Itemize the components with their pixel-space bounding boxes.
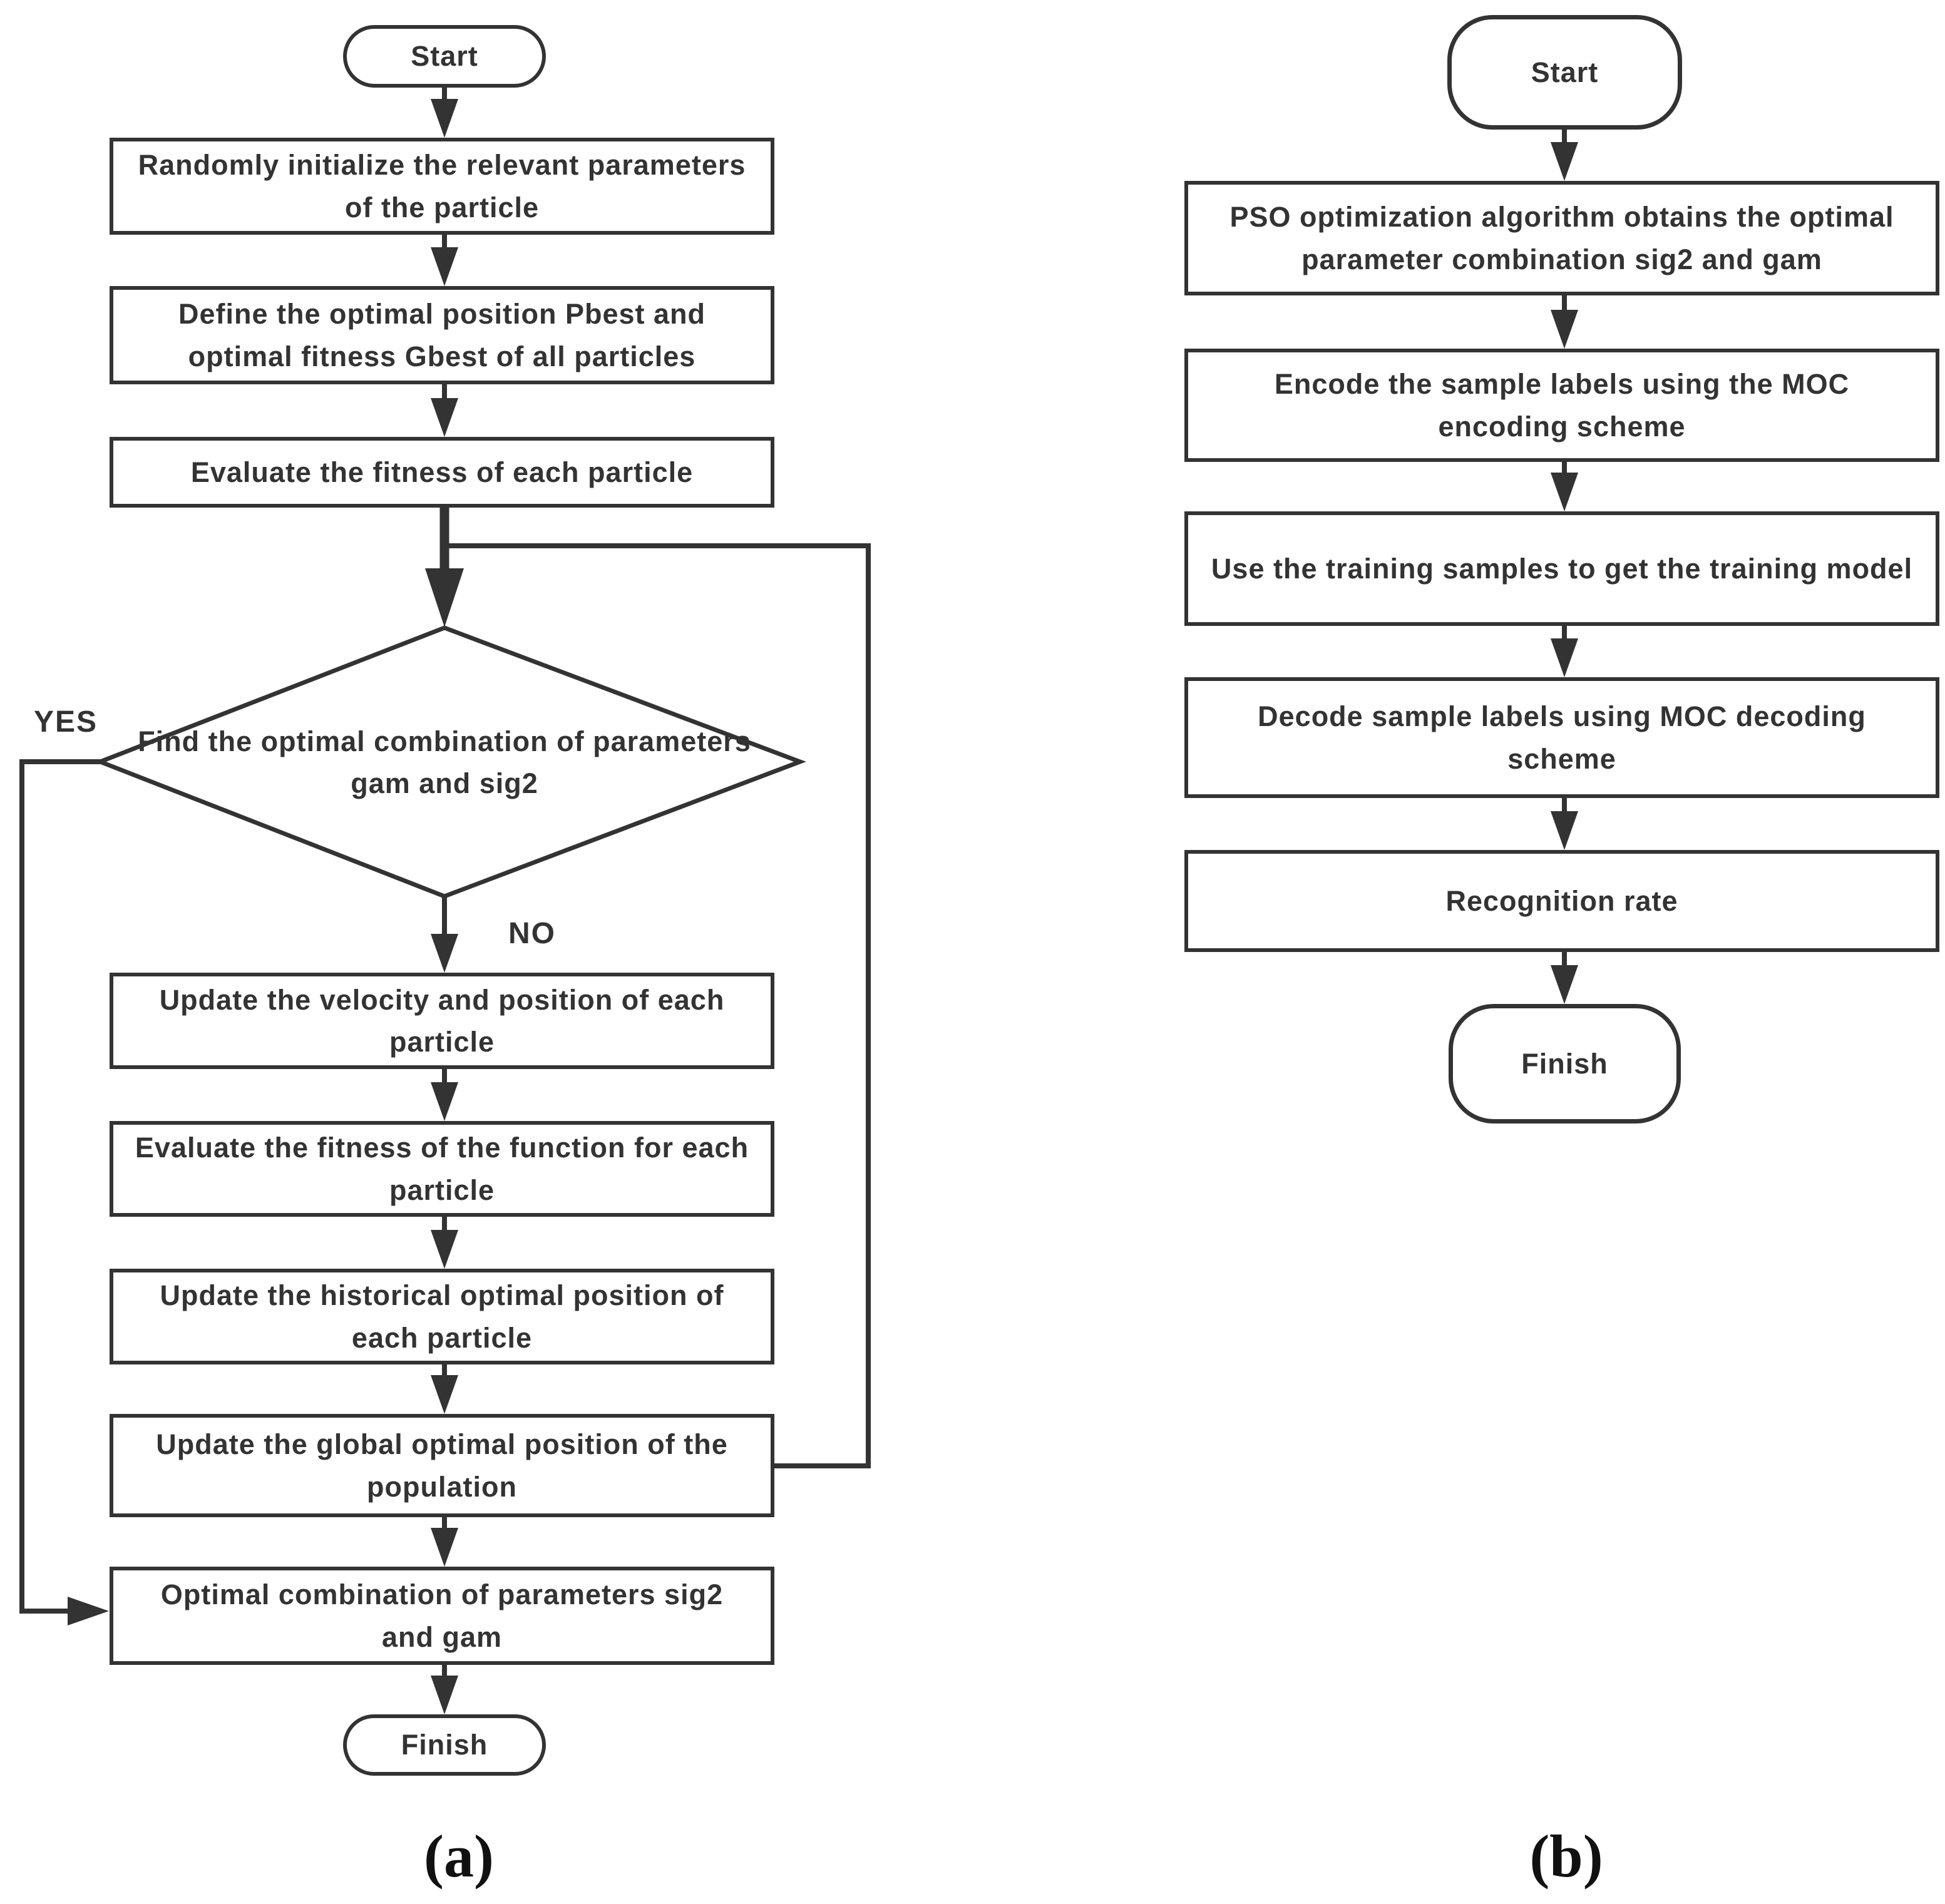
a-arrowhead-decision-velocity <box>431 934 458 973</box>
a-arrowhead-velocity-evalfn <box>431 1082 458 1121</box>
a-decision-label: Find the optimal combination of paramete… <box>138 725 751 800</box>
a-yes-label: YES <box>33 705 98 739</box>
b-finish-node: Finish <box>1449 1004 1681 1123</box>
panel-b-caption: (b) <box>1529 1822 1603 1890</box>
panel-a-caption: (a) <box>424 1822 494 1890</box>
b-train-step: Use the training samples to get the trai… <box>1184 511 1939 626</box>
b-arrowhead-recognition-finish <box>1551 965 1578 1004</box>
a-arrowhead-evaluate-decision <box>425 568 464 627</box>
b-recognition-step: Recognition rate <box>1184 850 1939 952</box>
a-update-velocity-step: Update the velocity and position of each… <box>110 973 774 1069</box>
a-arrowhead-evalfn-historical <box>431 1230 458 1269</box>
a-arrowhead-optimal-finish <box>431 1676 458 1714</box>
b-pso-step: PSO optimization algorithm obtains the o… <box>1184 181 1939 295</box>
a-evaluate-function-step: Evaluate the fitness of the function for… <box>110 1121 774 1217</box>
a-init-step: Randomly initialize the relevant paramet… <box>110 138 774 235</box>
a-arrowhead-global-optimal <box>431 1528 458 1567</box>
a-update-global-step: Update the global optimal position of th… <box>110 1414 774 1517</box>
a-arrowhead-historical-global <box>431 1375 458 1414</box>
a-arrowhead-define-evaluate <box>431 398 458 437</box>
b-start-node: Start <box>1447 15 1682 130</box>
a-arrowhead-init-define <box>431 247 458 286</box>
a-evaluate-step: Evaluate the fitness of each particle <box>110 437 774 508</box>
a-arrowhead-start-init <box>431 99 458 138</box>
b-arrowhead-decode-recognition <box>1551 811 1578 850</box>
a-finish-node: Finish <box>343 1714 546 1776</box>
b-arrowhead-encode-train <box>1551 473 1578 511</box>
a-start-node: Start <box>343 25 546 88</box>
b-encode-step: Encode the sample labels using the MOC e… <box>1184 349 1939 462</box>
a-decision-diamond-shape <box>94 625 806 899</box>
a-update-historical-step: Update the historical optimal position o… <box>110 1269 774 1364</box>
a-yes-connector <box>19 759 100 1614</box>
a-optimal-combination-step: Optimal combination of parameters sig2 a… <box>110 1567 774 1665</box>
b-arrowhead-start-pso <box>1551 142 1578 181</box>
b-decode-step: Decode sample labels using MOC decoding … <box>1184 677 1939 798</box>
a-feedback-connector <box>442 543 871 1468</box>
a-no-label: NO <box>508 917 556 950</box>
b-arrowhead-pso-encode <box>1551 310 1578 349</box>
a-arrowhead-yes-into-optimal <box>68 1597 109 1625</box>
a-define-step: Define the optimal position Pbest and op… <box>110 286 774 384</box>
b-arrowhead-train-decode <box>1551 638 1578 677</box>
